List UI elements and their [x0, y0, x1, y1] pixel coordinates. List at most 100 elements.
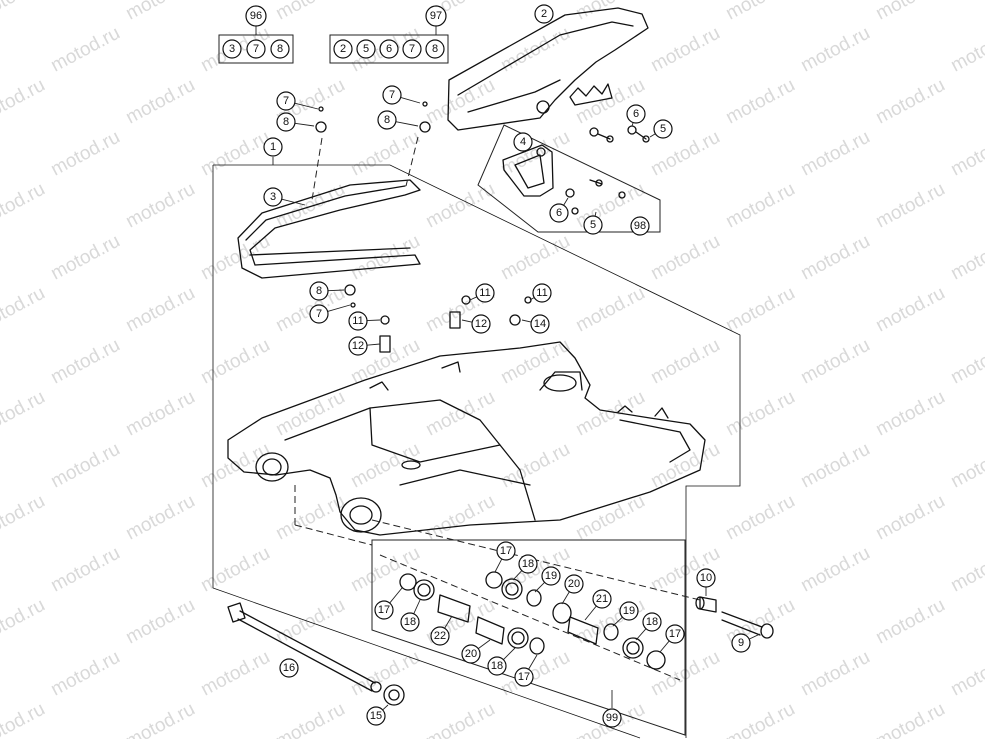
callout-circle — [583, 215, 603, 235]
kit-96: 96 3 7 8 — [218, 5, 294, 64]
watermark-text: motod.ru — [197, 543, 273, 597]
callout-circle — [400, 612, 420, 632]
watermark-text: motod.ru — [947, 335, 985, 389]
svg-text:96: 96 — [250, 10, 262, 22]
watermark-text: motod.ru — [572, 283, 648, 337]
watermark-text: motod.ru — [872, 0, 948, 24]
watermark-text: motod.ru — [872, 699, 948, 739]
callout-number: 3 — [270, 191, 276, 203]
part-callout: 16 — [279, 658, 299, 678]
watermark-text: motod.ru — [497, 231, 573, 285]
callout-number: 11 — [352, 315, 363, 327]
callout-number: 7 — [316, 308, 322, 320]
callout-leader-line — [512, 570, 523, 581]
callout-circle — [592, 589, 612, 609]
pivot-bolt-small — [721, 611, 774, 639]
svg-text:2: 2 — [340, 43, 346, 55]
callout-number: 7 — [283, 95, 289, 107]
callout-number: 1 — [270, 141, 276, 153]
watermark-text: motod.ru — [422, 387, 498, 441]
callout-leader-line — [561, 591, 570, 605]
watermark-text: motod.ru — [0, 75, 49, 129]
watermark-text: motod.ru — [947, 543, 985, 597]
callout-leader-line — [327, 304, 351, 312]
callout-number: 17 — [500, 545, 512, 557]
part-callout: 6 — [549, 197, 569, 223]
callout-circle — [514, 667, 534, 687]
part-callout: 18 — [635, 612, 662, 641]
callout-number: 19 — [623, 605, 635, 617]
callout-circle — [518, 554, 538, 574]
watermark-text: motod.ru — [347, 439, 423, 493]
watermark-text: motod.ru — [797, 543, 873, 597]
callout-number: 10 — [700, 572, 712, 584]
callout-number: 18 — [491, 660, 503, 672]
callout-leader-line — [649, 133, 656, 138]
callout-number: 98 — [634, 220, 646, 232]
watermark-text: motod.ru — [722, 179, 798, 233]
callout-circle — [366, 706, 386, 726]
callout-number: 17 — [378, 604, 390, 616]
watermark-text: motod.ru — [497, 335, 573, 389]
callout-circle — [461, 644, 481, 664]
callout-leader-line — [294, 122, 315, 127]
callout-number: 7 — [389, 89, 395, 101]
part-callout: 14 — [521, 314, 550, 334]
swingarm-assembly-frame — [212, 157, 741, 739]
callout-circle — [665, 624, 685, 644]
callout-leader-line — [461, 319, 473, 323]
watermark-text: motod.ru — [272, 595, 348, 649]
callout-leader-line — [563, 197, 569, 206]
watermark-text: motod.ru — [47, 23, 123, 77]
watermark-text: motod.ru — [872, 595, 948, 649]
part-callout: 21 — [584, 589, 612, 621]
callout-leader-line — [503, 647, 516, 660]
callout-number: 6 — [556, 207, 562, 219]
part-callout: 9 — [731, 633, 761, 653]
watermark-text: motod.ru — [0, 699, 49, 739]
washer-set-left — [315, 101, 532, 353]
watermark-text: motod.ru — [722, 283, 798, 337]
part-callout: 7 — [382, 85, 421, 105]
callout-leader-line — [529, 297, 535, 301]
callout-number: 16 — [283, 662, 295, 674]
watermark-text: motod.ru — [797, 335, 873, 389]
watermark-text: motod.ru — [47, 543, 123, 597]
callout-circle — [630, 216, 650, 236]
callout-leader-line — [748, 633, 761, 640]
callout-circle — [653, 119, 673, 139]
part-callout: 10 — [696, 568, 716, 596]
callout-leader-line — [469, 296, 478, 301]
watermark-text: motod.ru — [797, 23, 873, 77]
callout-circle — [564, 574, 584, 594]
kit-97-item: 7 — [402, 39, 422, 59]
callout-number: 2 — [541, 8, 547, 20]
watermark-text: motod.ru — [647, 647, 723, 701]
svg-text:6: 6 — [386, 43, 392, 55]
kit-96-item: 7 — [246, 39, 266, 59]
watermark-text: motod.ru — [647, 23, 723, 77]
watermark-text: motod.ru — [47, 127, 123, 181]
callout-leader-line — [635, 628, 647, 641]
watermark-text: motod.ru — [947, 231, 985, 285]
svg-text:8: 8 — [432, 43, 438, 55]
part-callout: 2 — [534, 4, 554, 24]
bolt-group-upper — [565, 125, 650, 215]
part-callout: 20 — [561, 574, 584, 605]
pivot-spacer — [695, 596, 717, 613]
bearing-kit-parts — [399, 571, 666, 670]
part-callout: 19 — [534, 566, 561, 593]
watermark-text: motod.ru — [722, 699, 798, 739]
pivot-nut — [383, 684, 405, 706]
part-callout: 7 — [276, 91, 319, 111]
part-callout: 18 — [400, 599, 421, 632]
part-callout: 1 — [263, 137, 283, 157]
bearing-kit-frame — [371, 539, 686, 736]
callout-leader-line — [294, 102, 319, 110]
callout-number: 8 — [316, 285, 322, 297]
part-callout: 8 — [309, 281, 345, 301]
part-callout: 19 — [612, 601, 639, 627]
callout-number: 15 — [370, 710, 382, 722]
